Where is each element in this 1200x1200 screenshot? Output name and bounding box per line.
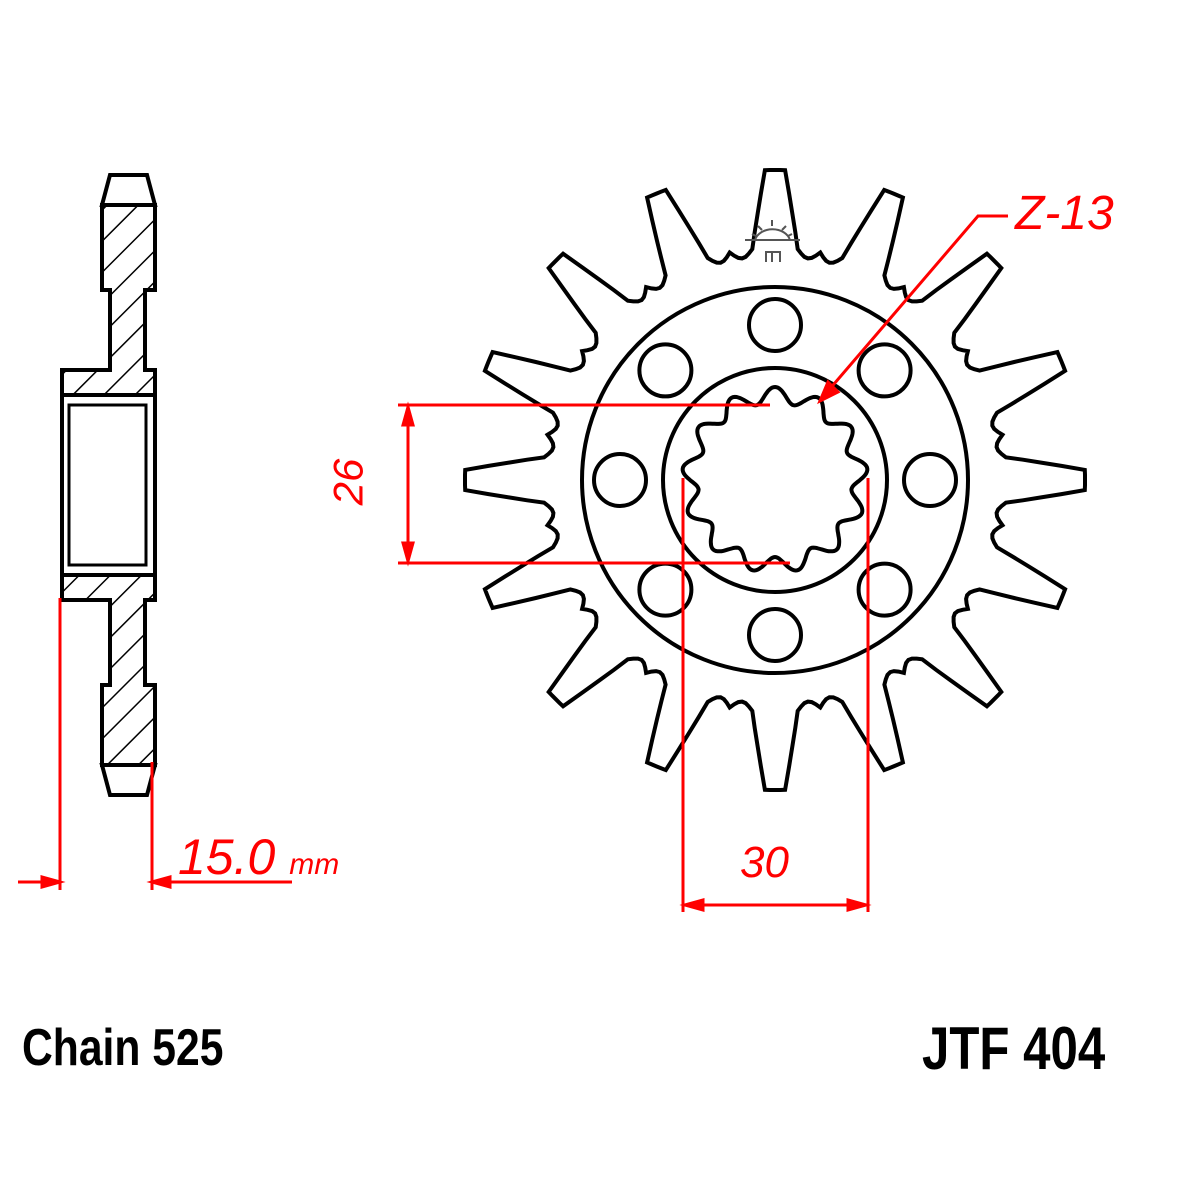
spline-height-label: 26 <box>324 458 372 506</box>
tooth-count-leader <box>817 214 1008 405</box>
tooth-count-label: Z-13 <box>1015 187 1114 240</box>
bolt-hole <box>747 297 803 353</box>
thickness-value: 15.0 <box>178 829 276 885</box>
bolt-hole <box>856 342 913 399</box>
sprocket-outer-teeth <box>463 168 1087 792</box>
brand-logo-icon <box>745 220 800 262</box>
bolt-hole <box>902 452 958 508</box>
sprocket-body-circle <box>580 285 970 675</box>
bolt-hole <box>747 607 803 663</box>
spline-width-dimension <box>679 478 872 912</box>
thickness-dimension <box>18 598 292 890</box>
bolt-hole <box>856 561 913 618</box>
sprocket-hub-circle <box>661 366 889 594</box>
sprocket-front-view <box>463 168 1087 792</box>
spline-width-label: 30 <box>740 838 789 887</box>
bolt-hole <box>637 342 694 399</box>
spline-height-dimension <box>398 401 790 567</box>
chain-size-label: Chain 525 <box>22 1019 224 1077</box>
bolt-holes <box>592 297 958 663</box>
side-section-view <box>60 173 158 797</box>
thickness-label: 15.0 mm <box>178 828 339 886</box>
bolt-hole <box>592 452 648 508</box>
part-number-label: JTF 404 <box>922 1015 1106 1082</box>
thickness-unit: mm <box>289 848 340 881</box>
spline-bore <box>680 384 870 573</box>
